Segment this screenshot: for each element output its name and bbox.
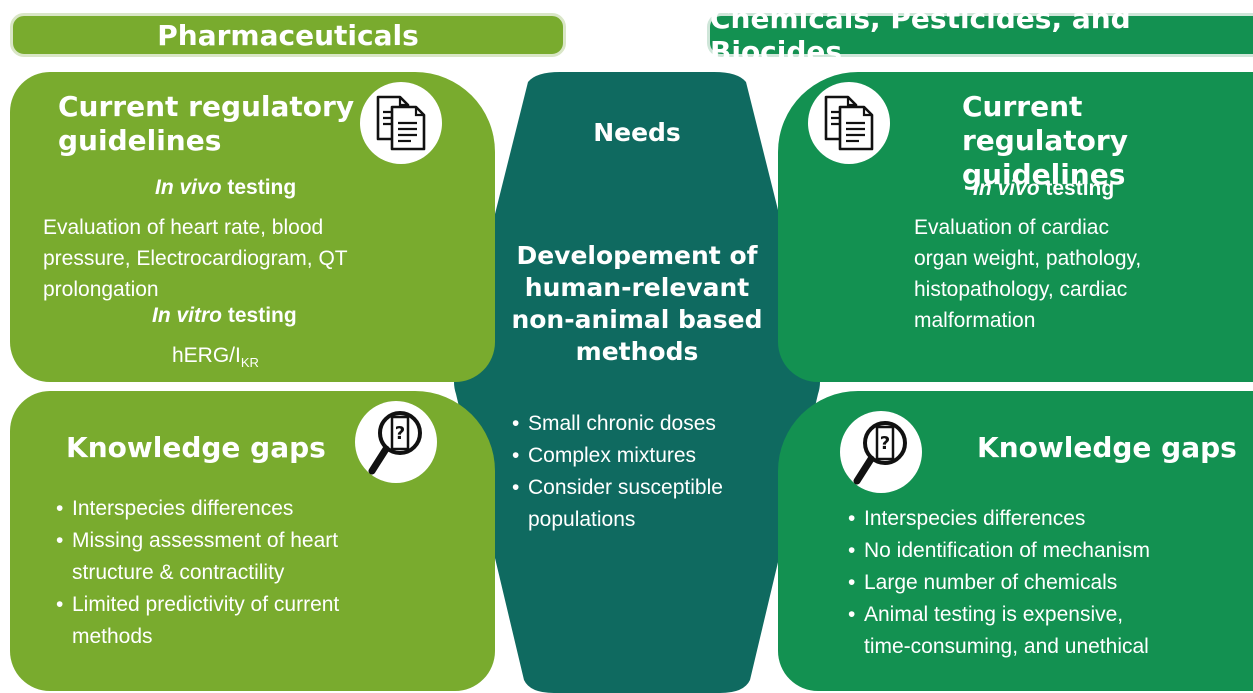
chemicals-gaps-list: Interspecies differences No identificati… — [844, 503, 1244, 663]
pharma-guidelines-title: Current regulatory guidelines — [58, 90, 355, 157]
documents-icon — [360, 82, 442, 164]
magnifier-question-icon: ? — [840, 411, 922, 493]
needs-list: Small chronic doses Complex mixtures Con… — [508, 408, 808, 536]
pharmaceuticals-header: Pharmaceuticals — [10, 13, 566, 57]
pharma-invitro-label: In vitro testing — [152, 304, 297, 327]
list-item: Interspecies differences — [844, 503, 1244, 535]
pharma-guidelines-card: Current regulatory guidelines In vivo te… — [10, 72, 495, 382]
chemicals-header: Chemicals, Pesticides, and Biocides — [707, 2, 1253, 68]
needs-headline-line: methods — [575, 337, 699, 366]
needs-headline-line: non-animal based — [511, 305, 763, 334]
chemicals-gaps-card: ? Knowledge gaps Interspecies difference… — [778, 391, 1253, 691]
pharma-gaps-card: Knowledge gaps ? Interspecies difference… — [10, 391, 495, 691]
pharmaceuticals-header-label: Pharmaceuticals — [157, 18, 419, 52]
pharma-invitro-text: hERG/IKR — [172, 344, 259, 371]
chemicals-guidelines-title: Current regulatory guidelines — [962, 90, 1128, 191]
needs-title: Needs — [593, 118, 681, 147]
list-item: Animal testing is expensive,time-consumi… — [844, 599, 1244, 663]
pharma-invivo-label: In vivo testing — [155, 176, 297, 199]
list-item: Complex mixtures — [508, 440, 808, 472]
pharma-gaps-title: Knowledge gaps — [66, 431, 326, 464]
magnifier-question-icon: ? — [355, 401, 437, 483]
needs-headline-line: Developement of — [516, 241, 758, 270]
list-item: No identification of mechanism — [844, 535, 1244, 567]
needs-headline: Developement of human-relevant non-anima… — [450, 240, 824, 368]
chemicals-invivo-text: Evaluation of cardiac organ weight, path… — [914, 216, 1142, 332]
needs-headline-line: human-relevant — [524, 273, 750, 302]
svg-text:?: ? — [395, 423, 405, 444]
chemicals-guidelines-card: Current regulatory guidelines In vivo te… — [778, 72, 1253, 382]
chemicals-gaps-title: Knowledge gaps — [977, 431, 1237, 464]
list-item: Small chronic doses — [508, 408, 808, 440]
needs-panel — [454, 72, 820, 693]
list-item: Interspecies differences — [52, 493, 472, 525]
svg-text:?: ? — [880, 433, 890, 454]
pharma-gaps-list: Interspecies differences Missing assessm… — [52, 493, 472, 653]
list-item: Large number of chemicals — [844, 567, 1244, 599]
pharma-invivo-text: Evaluation of heart rate, blood pressure… — [43, 216, 348, 301]
documents-icon — [808, 82, 890, 164]
chemicals-invivo-label: In vivo testing — [973, 177, 1115, 200]
chemicals-header-label: Chemicals, Pesticides, and Biocides — [710, 2, 1131, 68]
